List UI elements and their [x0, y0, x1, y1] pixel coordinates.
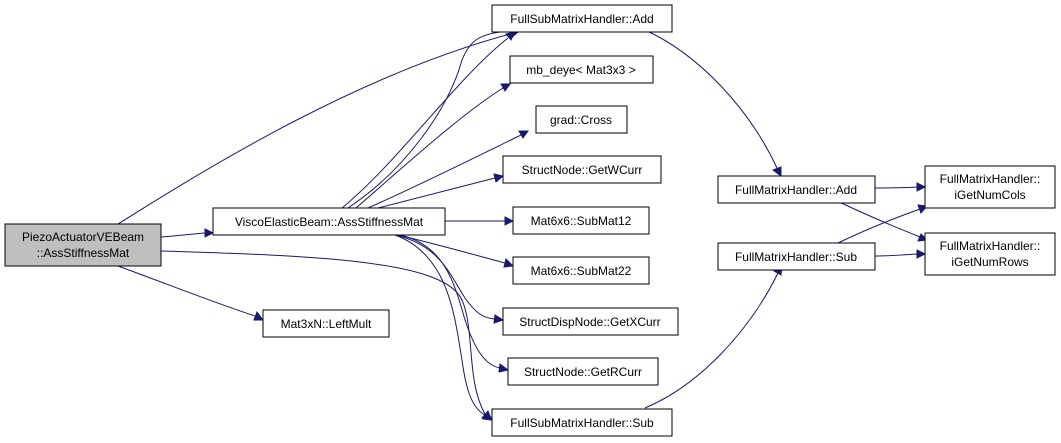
edge-visco-to-cross — [367, 130, 529, 209]
node-label-line1: FullMatrixHandler:: — [940, 239, 1041, 253]
node-label: FullMatrixHandler::Sub — [735, 250, 857, 264]
node-label: Mat6x6::SubMat22 — [531, 264, 632, 278]
edge-visco-to-submat12 — [445, 216, 515, 226]
node-full-matrix-handler-i-get-num-rows[interactable]: FullMatrixHandler:: iGetNumRows — [924, 232, 1056, 276]
edge-visco-to-deye — [355, 83, 511, 209]
node-mb-deye-mat3x3[interactable]: mb_deye< Mat3x3 > — [509, 55, 654, 84]
edge-fm-add-to-nrows — [834, 199, 929, 242]
edge-root-to-visco — [160, 228, 215, 238]
node-label: StructDispNode::GetXCurr — [519, 315, 660, 329]
node-mat3xn-left-mult[interactable]: Mat3xN::LeftMult — [262, 309, 390, 338]
edge-fm-add-to-ncols — [874, 182, 927, 192]
node-label: Mat6x6::SubMat12 — [531, 214, 632, 228]
node-label-line1: PiezoActuatorVEBeam — [22, 230, 144, 244]
node-label: ViscoElasticBeam::AssStiffnessMat — [235, 215, 424, 229]
edge-fsm-add-to-fm-add — [644, 29, 782, 177]
node-label-line2: ::AssStiffnessMat — [37, 246, 130, 260]
edge-visco-to-fsm-add-2 — [347, 30, 511, 209]
node-label: StructNode::GetRCurr — [524, 365, 642, 379]
node-full-matrix-handler-sub[interactable]: FullMatrixHandler::Sub — [717, 242, 876, 271]
node-label: StructNode::GetWCurr — [522, 163, 643, 177]
edge-root-to-leftmult — [117, 265, 264, 321]
edge-root-to-fsm-add — [117, 29, 520, 225]
node-mat6x6-sub-mat12[interactable]: Mat6x6::SubMat12 — [512, 206, 650, 235]
edge-fsm-sub-to-fm-sub — [644, 265, 783, 409]
node-struct-node-get-r-curr[interactable]: StructNode::GetRCurr — [507, 357, 659, 386]
node-label: mb_deye< Mat3x3 > — [526, 63, 635, 77]
edge-fm-sub-to-ncols — [837, 204, 928, 244]
node-label-line1: FullMatrixHandler:: — [940, 172, 1041, 186]
node-grad-cross[interactable]: grad::Cross — [535, 105, 628, 134]
edge-fm-sub-to-nrows — [874, 249, 927, 259]
nodes: PiezoActuatorVEBeam ::AssStiffnessMat Vi… — [4, 4, 1056, 437]
node-full-matrix-handler-i-get-num-cols[interactable]: FullMatrixHandler:: iGetNumCols — [924, 165, 1056, 209]
node-piezo-actuator-ve-beam-ass-stiffness-mat[interactable]: PiezoActuatorVEBeam ::AssStiffnessMat — [4, 223, 162, 267]
edge-visco-to-xcurr — [394, 234, 505, 324]
node-struct-node-get-w-curr[interactable]: StructNode::GetWCurr — [502, 155, 662, 184]
edges — [117, 29, 929, 421]
node-label: FullSubMatrixHandler::Sub — [510, 416, 654, 430]
node-label: Mat3xN::LeftMult — [281, 317, 372, 331]
node-label: FullMatrixHandler::Add — [735, 183, 857, 197]
edge-visco-to-fsm-sub — [394, 234, 493, 421]
edge-visco-to-wcurr — [377, 173, 505, 209]
node-full-matrix-handler-add[interactable]: FullMatrixHandler::Add — [717, 175, 876, 204]
edge-visco-to-fsm-add — [341, 31, 516, 209]
node-label-line2: iGetNumRows — [951, 255, 1028, 269]
node-label-line2: iGetNumCols — [954, 188, 1025, 202]
node-visco-elastic-beam-ass-stiffness-mat[interactable]: ViscoElasticBeam::AssStiffnessMat — [212, 207, 446, 236]
node-mat6x6-sub-mat22[interactable]: Mat6x6::SubMat22 — [512, 256, 650, 285]
node-full-sub-matrix-handler-sub[interactable]: FullSubMatrixHandler::Sub — [491, 408, 673, 437]
node-full-sub-matrix-handler-add[interactable]: FullSubMatrixHandler::Add — [491, 4, 673, 33]
node-label: grad::Cross — [550, 113, 612, 127]
node-struct-disp-node-get-x-curr[interactable]: StructDispNode::GetXCurr — [502, 307, 679, 336]
edge-visco-to-rcurr — [399, 234, 510, 373]
node-label: FullSubMatrixHandler::Add — [510, 12, 653, 26]
